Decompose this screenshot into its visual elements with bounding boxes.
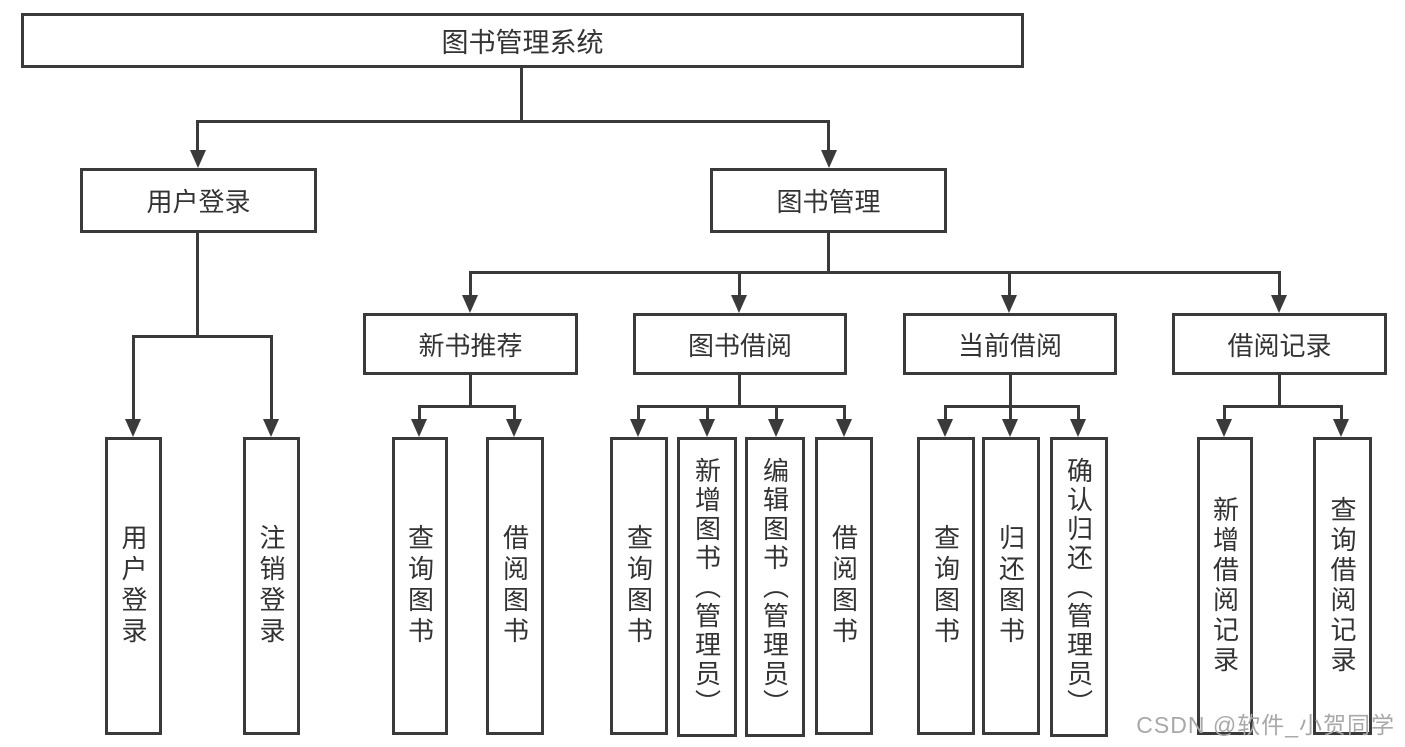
leaf-edit-books-admin: 编辑图书（管理员） [745, 437, 805, 737]
connector-line [196, 120, 199, 153]
connector-line [827, 120, 830, 153]
connector-line [469, 271, 1280, 274]
connector-line [197, 120, 830, 123]
connector-line [132, 335, 135, 421]
arrow-down-icon [462, 295, 478, 313]
connector-line [738, 271, 741, 298]
connector-line [1009, 375, 1012, 407]
arrow-down-icon [1271, 295, 1287, 313]
leaf-return-books: 归还图书 [982, 437, 1040, 735]
arrow-down-icon [836, 419, 852, 437]
arrow-down-icon [1333, 419, 1349, 437]
connector-line [418, 405, 516, 408]
node-current-borrowing: 当前借阅 [903, 313, 1117, 375]
arrow-down-icon [1216, 419, 1232, 437]
connector-line [827, 233, 830, 273]
connector-line [469, 271, 472, 298]
watermark: CSDN @软件_小贺同学 [1136, 712, 1395, 738]
connector-line [738, 375, 741, 407]
connector-line [469, 375, 472, 407]
connector-line [1340, 405, 1343, 422]
leaf-confirm-return-admin: 确认归还（管理员） [1050, 437, 1108, 737]
leaf-query-books-borrowing: 查询图书 [610, 437, 668, 735]
connector-line [1278, 271, 1281, 298]
leaf-query-books-recommend: 查询图书 [392, 437, 448, 735]
leaf-borrow-books-borrowing: 借阅图书 [815, 437, 873, 735]
connector-line [418, 405, 421, 422]
arrow-down-icon [699, 419, 715, 437]
connector-line [1223, 405, 1343, 408]
connector-line [775, 405, 778, 422]
node-borrow-records: 借阅记录 [1172, 313, 1387, 375]
arrow-down-icon [1001, 295, 1017, 313]
connector-line [944, 405, 947, 422]
arrow-down-icon [190, 150, 206, 168]
arrow-down-icon [768, 419, 784, 437]
arrow-down-icon [1002, 419, 1018, 437]
connector-line [637, 405, 846, 408]
leaf-borrow-books-recommend: 借阅图书 [486, 437, 544, 735]
connector-line [843, 405, 846, 422]
connector-line [1077, 405, 1080, 422]
leaf-add-books-admin: 新增图书（管理员） [677, 437, 737, 737]
connector-line [1223, 405, 1226, 422]
leaf-query-borrow-record: 查询借阅记录 [1313, 437, 1372, 735]
leaf-user-login: 用户登录 [105, 437, 162, 735]
leaf-query-books-current: 查询图书 [917, 437, 975, 735]
arrow-down-icon [411, 419, 427, 437]
arrow-down-icon [263, 419, 279, 437]
connector-line [1008, 271, 1011, 298]
node-user-login: 用户登录 [80, 168, 317, 233]
connector-line [513, 405, 516, 422]
connector-line [1009, 405, 1012, 422]
connector-line [706, 405, 709, 422]
connector-line [270, 335, 273, 421]
connector-line [520, 68, 523, 122]
arrow-down-icon [937, 419, 953, 437]
arrow-down-icon [821, 150, 837, 168]
node-book-management: 图书管理 [710, 168, 947, 233]
arrow-down-icon [630, 419, 646, 437]
leaf-add-borrow-record: 新增借阅记录 [1197, 437, 1253, 735]
node-library-system: 图书管理系统 [21, 13, 1024, 68]
connector-line [1278, 375, 1281, 407]
arrow-down-icon [125, 419, 141, 437]
arrow-down-icon [506, 419, 522, 437]
arrow-down-icon [1070, 419, 1086, 437]
connector-line [944, 405, 1080, 408]
leaf-logout: 注销登录 [243, 437, 300, 735]
connector-line [196, 233, 199, 337]
node-book-borrowing: 图书借阅 [633, 313, 847, 375]
connector-line [637, 405, 640, 422]
connector-line [132, 335, 273, 338]
node-new-book-recommend: 新书推荐 [363, 313, 578, 375]
arrow-down-icon [731, 295, 747, 313]
